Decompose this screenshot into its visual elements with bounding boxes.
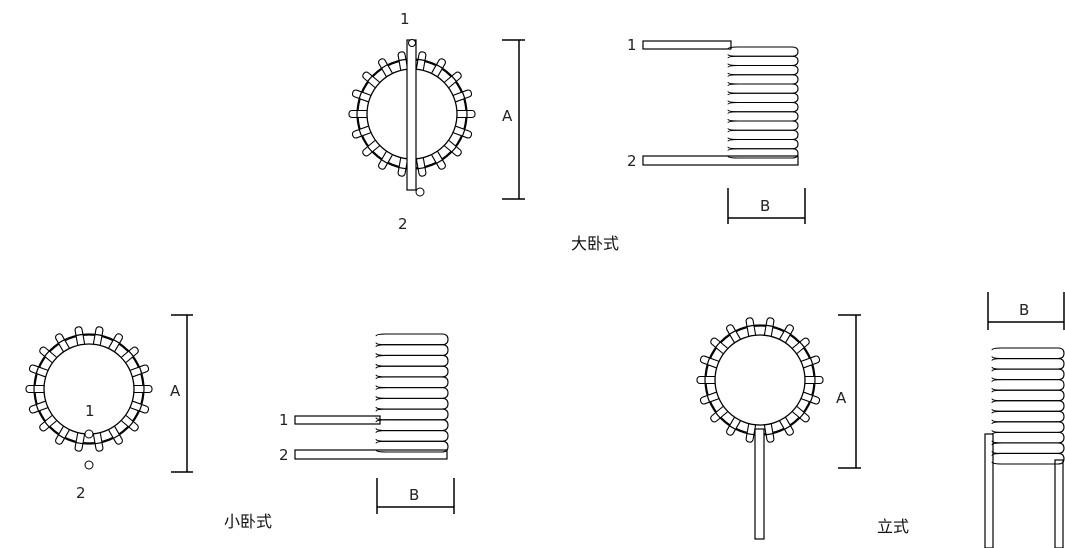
lead-1: [642, 40, 732, 50]
toroid-core: [696, 317, 824, 443]
lead-1: [984, 433, 994, 548]
coil-turn: [991, 368, 1065, 381]
coil-turn: [727, 83, 799, 94]
lead-1: [294, 415, 381, 425]
coil-turn: [991, 347, 1065, 360]
dimension-a: A: [170, 314, 193, 473]
vertical-front-view: A: [696, 314, 861, 540]
winding-coil: [375, 333, 449, 453]
coil-turn: [991, 389, 1065, 402]
large-horizontal-front-view: 1 2 A: [348, 10, 525, 233]
winding-block: [696, 375, 718, 385]
dimension-a-label: A: [502, 107, 513, 125]
pin-1-label: 1: [85, 402, 95, 420]
lead-2: [294, 449, 448, 460]
dimension-b-label: B: [760, 197, 770, 215]
winding-block: [802, 375, 824, 385]
vertical-caption: 立式: [877, 517, 909, 536]
coil-turn: [375, 419, 449, 432]
coil-turn: [727, 111, 799, 122]
pin-2-label: 2: [398, 215, 408, 233]
pin-end-1: [408, 39, 416, 47]
coil-turn: [375, 397, 449, 410]
winding-block: [25, 384, 47, 394]
vertical-side-view: B: [984, 292, 1065, 548]
winding-coil: [991, 347, 1065, 465]
pin-end-2: [415, 187, 425, 197]
coil-turn: [375, 365, 449, 378]
lead-2: [1054, 459, 1064, 548]
dimension-b: B: [727, 188, 806, 224]
dimension-b: B: [987, 292, 1065, 330]
dimension-b-label: B: [1019, 301, 1029, 319]
pin-end-2: [84, 460, 94, 470]
coil-turn: [991, 442, 1065, 455]
winding-coil: [727, 46, 799, 159]
coil-turn: [727, 64, 799, 76]
coil-turn: [727, 138, 799, 150]
coil-turn: [991, 357, 1065, 370]
pin-end-1: [84, 429, 94, 439]
coil-turn: [727, 46, 799, 57]
coil-turn: [375, 344, 449, 357]
side-pin-1-label: 1: [627, 36, 637, 54]
coil-turn: [727, 74, 799, 85]
coil-turn: [727, 129, 799, 141]
coil-turn: [375, 333, 449, 346]
side-pin-1-label: 1: [279, 411, 289, 429]
dimension-a: A: [836, 314, 861, 469]
coil-turn: [991, 421, 1065, 433]
large-horizontal-caption: 大卧式: [571, 234, 619, 253]
coil-turn: [991, 452, 1065, 465]
side-pin-2-label: 2: [627, 152, 637, 170]
coil-turn: [727, 148, 799, 159]
coil-turn: [375, 387, 449, 399]
pin-2-label: 2: [76, 484, 86, 502]
dimension-b-label: B: [409, 486, 419, 504]
small-horizontal-front-view: 1 2 A: [25, 314, 193, 502]
coil-turn: [375, 376, 449, 389]
dimension-a-label: A: [836, 389, 847, 407]
coil-turn: [727, 101, 799, 113]
lead-wire: [406, 39, 417, 191]
winding-block: [131, 384, 153, 394]
large-horizontal-side-view: 1 2 B: [627, 36, 806, 224]
side-pin-2-label: 2: [279, 446, 289, 464]
coil-turn: [727, 120, 799, 131]
winding-block: [454, 109, 476, 119]
coil-turn: [991, 400, 1065, 412]
coil-turn: [991, 379, 1065, 391]
lead-2: [642, 155, 799, 166]
winding-block: [348, 109, 370, 119]
coil-turn: [991, 431, 1065, 444]
pin-1-label: 1: [400, 10, 410, 28]
coil-turn: [375, 354, 449, 367]
coil-turn: [375, 440, 449, 453]
dimension-b: B: [376, 478, 455, 514]
dimension-a: A: [502, 39, 525, 200]
coil-turn: [991, 410, 1065, 423]
small-horizontal-side-view: 1 2 B: [279, 333, 455, 514]
small-horizontal-caption: 小卧式: [224, 512, 272, 531]
coil-turn: [727, 92, 799, 104]
toroid-core: [25, 326, 153, 452]
coil-turn: [727, 55, 799, 67]
coil-turn: [375, 429, 449, 442]
coil-turn: [375, 408, 449, 421]
dimension-a-label: A: [170, 382, 181, 400]
lead-wire: [754, 428, 765, 540]
